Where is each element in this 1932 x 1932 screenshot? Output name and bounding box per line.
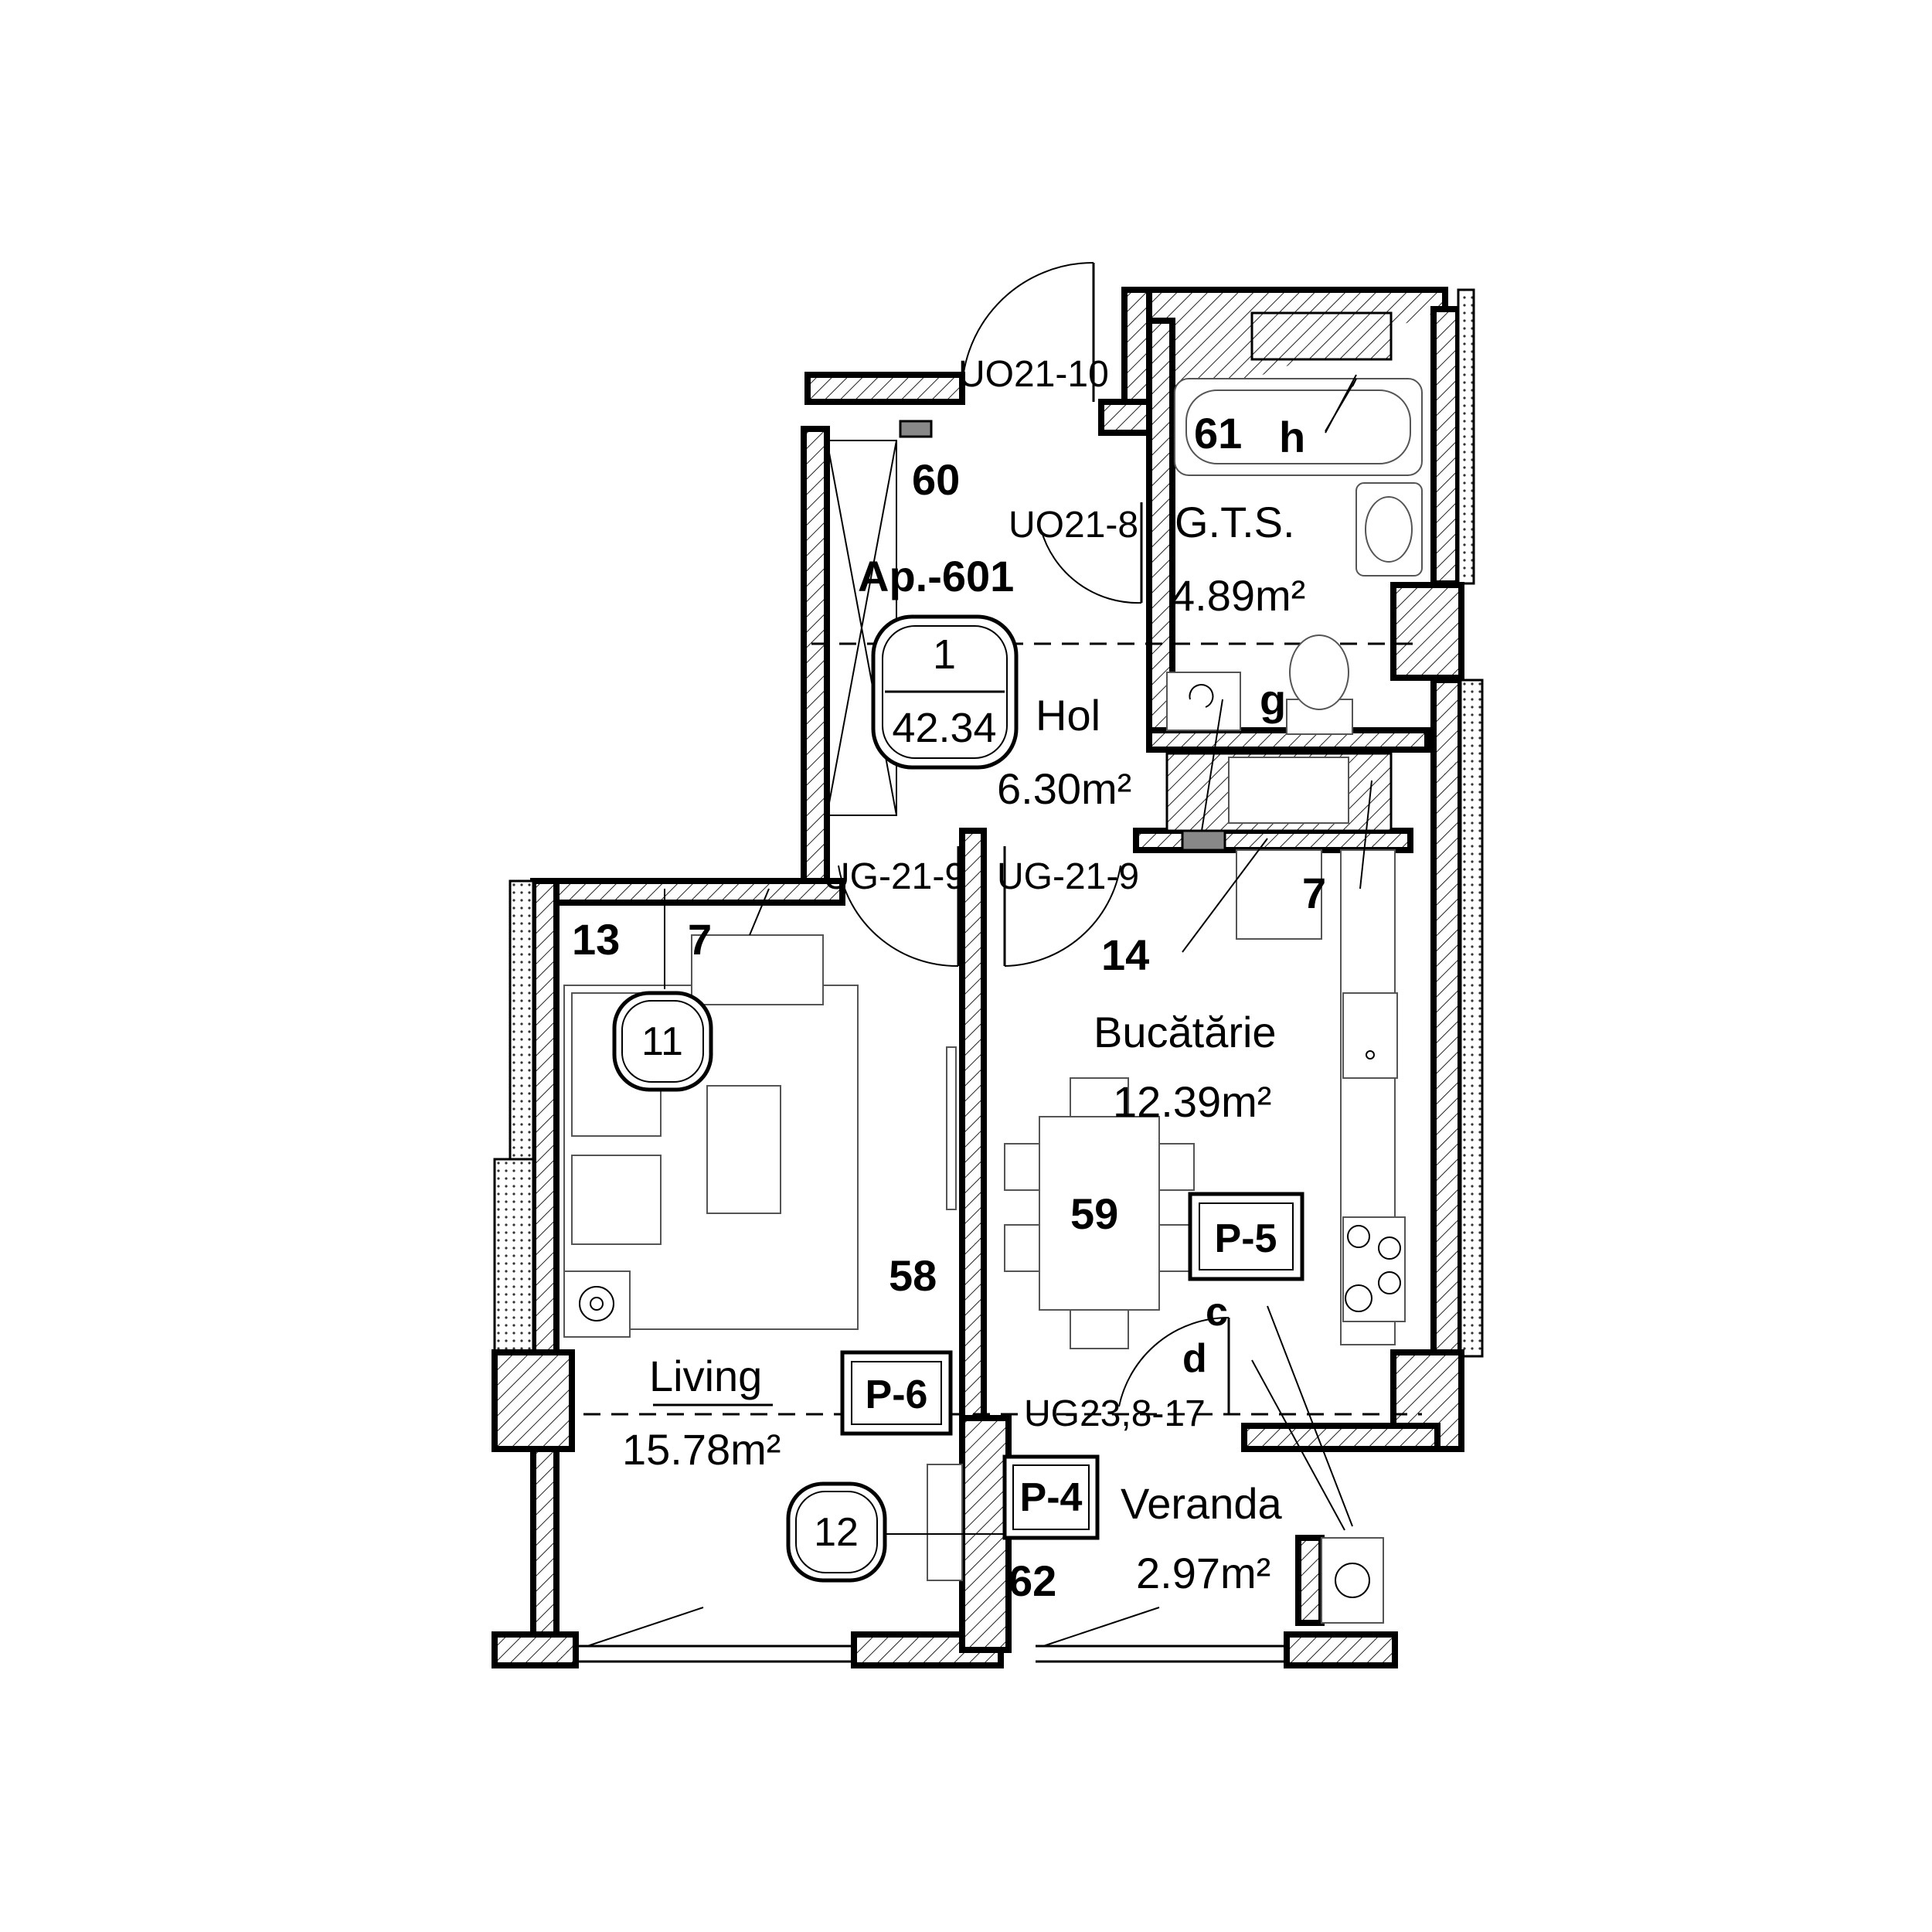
wall-hol-left [801,426,830,896]
marker-62: 62 [1009,1556,1056,1605]
room-gts-area: 4.89m² [1171,571,1305,620]
panel-p5-box [1188,1192,1304,1281]
wall-exterior-right [1430,677,1464,1359]
marker-14: 14 [1101,930,1149,979]
fridge [1236,849,1322,940]
wall-entry-top [804,372,965,405]
insulation-left-mid [493,1158,535,1354]
marker-7-kitchen: 7 [1302,869,1326,917]
tv [946,1046,957,1210]
insulation-left-upper [509,879,535,1161]
room-hol-area: 6.30m² [997,764,1131,813]
wall-living-kitchen [959,828,987,1421]
wall-bath-right [1430,306,1461,587]
marker-7-living: 7 [688,915,712,964]
circle-tag-11-label: 11 [641,1019,683,1064]
wall-living-top [538,878,845,906]
circle-tag-11 [612,991,713,1092]
room-hol-name: Hol [1036,691,1100,740]
chair [1070,1309,1129,1349]
coffee-table [706,1085,781,1214]
door-code-kitchen: UG-21-9 [997,856,1139,897]
appliance [563,1270,631,1338]
chair [1158,1143,1195,1191]
wall-veranda-bottom-right [1284,1631,1398,1668]
marker-g: g [1260,675,1286,724]
veranda-unit [1321,1537,1384,1624]
meter-box [1181,829,1226,852]
panel-p5-label: P-5 [1215,1216,1277,1261]
circle-tag-12-label: 12 [814,1510,859,1555]
shelf-top [1250,311,1393,361]
marker-59: 59 [1070,1189,1118,1238]
armchair [691,934,824,1005]
entry-door-swing [961,261,1094,403]
leader-lines [664,374,1372,1535]
apartment-label: Ap.-601 [858,552,1014,600]
panel-p6-label: P-6 [866,1372,928,1417]
insulation-right-upper [1457,288,1475,585]
wall-veranda-right [1295,1535,1325,1626]
dining-table [1039,1116,1160,1311]
door-code-entry: UO21-10 [958,354,1109,395]
kitchen-sink [1342,992,1398,1079]
marker-h: h [1279,413,1305,461]
column-right-upper [1390,582,1464,681]
wall-living-bottom-left [492,1631,579,1668]
marker-d: d [1182,1336,1207,1381]
bath-door-swing [1040,529,1142,604]
room-bucatarie-name: Bucătărie [1094,1008,1277,1056]
wall-step [1098,399,1152,436]
room-veranda-name: Veranda [1121,1479,1282,1528]
wall-veranda-top [1241,1423,1440,1452]
cooktop [1342,1216,1406,1322]
panel-box [899,420,933,438]
wall-living-left [530,878,560,1657]
door-code-veranda: UG23,8-17 [1024,1393,1206,1434]
marker-60: 60 [912,455,960,504]
chair [1004,1224,1040,1272]
room-living-area: 15.78m² [622,1425,781,1474]
marker-58: 58 [889,1251,937,1300]
kitchen-door-swing [1004,865,1121,967]
room-veranda-area: 2.97m² [1136,1549,1270,1597]
door-code-bathroom: UO21-8 [1009,505,1138,546]
marker-c: c [1206,1290,1228,1335]
marker-61: 61 [1194,409,1242,457]
room-bucatarie-area: 12.39m² [1113,1077,1271,1126]
panel-p4-box [1002,1454,1100,1540]
washing-machine [1166,672,1241,731]
radiator [927,1464,963,1581]
chair [1070,1077,1129,1117]
room-living-name: Living [649,1352,762,1400]
apartment-tag-area: 42.34 [892,705,996,751]
veranda-door-swing [1118,1316,1230,1407]
wall-kitchen-top [1133,828,1413,853]
marker-13: 13 [572,915,620,964]
panel-p4-label: P-4 [1020,1475,1083,1520]
column-left [492,1349,575,1452]
circle-tag-12 [786,1481,887,1583]
panel-p6-box [840,1350,953,1436]
room-gts-name: G.T.S. [1175,498,1295,546]
doors [838,261,1230,1414]
living-door-swing [838,865,959,968]
door-code-living: UG-21-9 [823,856,965,897]
wall-bath-left [1146,318,1175,741]
insulation-right [1459,679,1484,1358]
chair [1004,1143,1040,1191]
fixtures [563,311,1423,1624]
apartment-tag-number: 1 [933,631,956,678]
